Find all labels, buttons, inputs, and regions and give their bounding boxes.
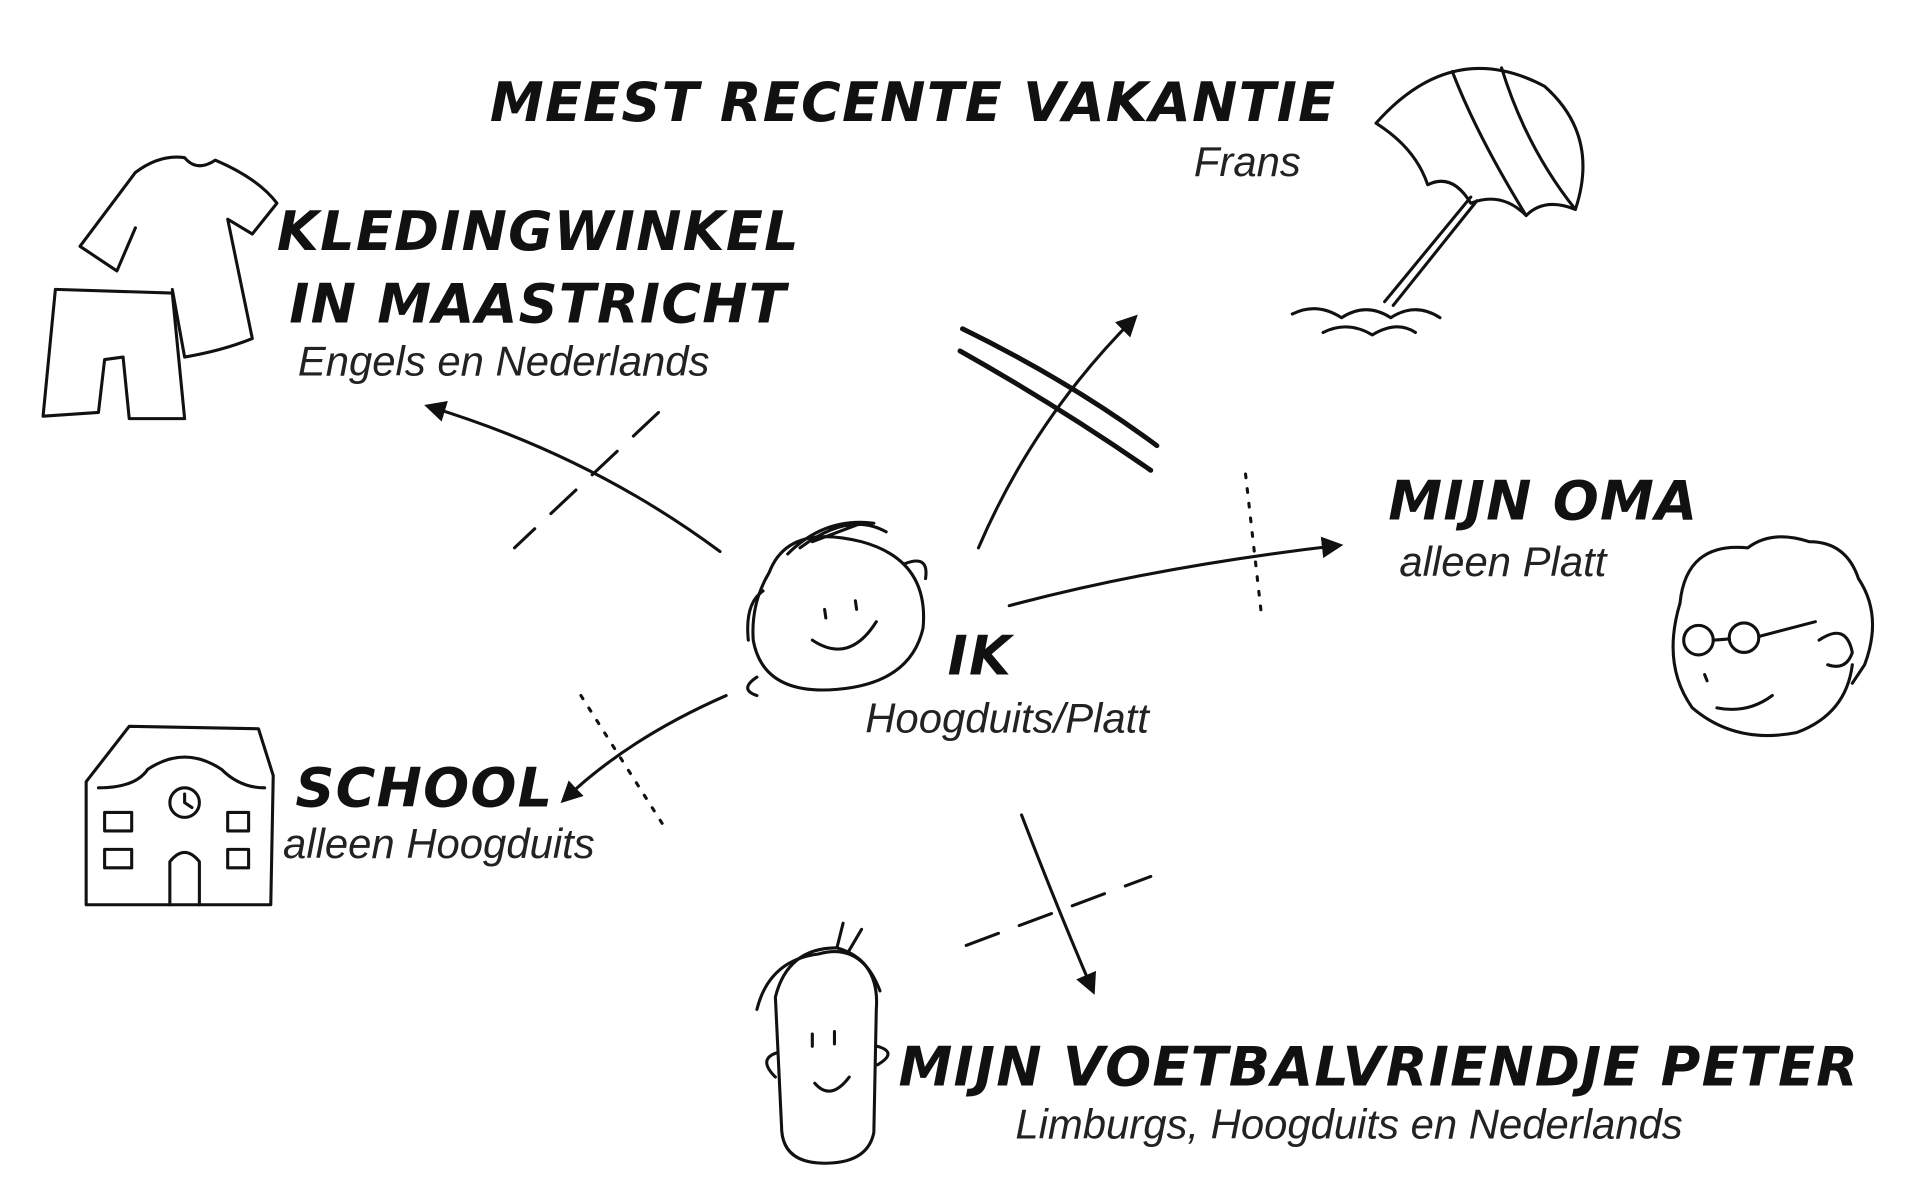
arrow-to-vakantie (976, 314, 1138, 550)
kledingwinkel-title-line2: IN MAASTRICHT (289, 273, 790, 336)
school-title: SCHOOL (295, 756, 553, 819)
clothing-icon (41, 155, 279, 421)
arrow-to-oma (1007, 536, 1344, 608)
barrier-peter-dashed (964, 874, 1153, 947)
oma-title: MIJN OMA (1388, 470, 1698, 533)
barrier-oma-dotted (1244, 472, 1264, 618)
arrow-to-kledingwinkel (424, 401, 722, 554)
peter-title: MIJN VOETBALVRIENDJE PETER (898, 1036, 1859, 1099)
peter-languages: Limburgs, Hoogduits en Nederlands (1015, 1101, 1682, 1148)
school-languages: alleen Hoogduits (283, 820, 595, 867)
arrow-to-peter (1020, 813, 1096, 995)
vakantie-languages: Frans (1194, 138, 1301, 185)
barrier-vakantie-double (960, 326, 1160, 449)
beach-umbrella-icon (1290, 66, 1585, 337)
barrier-kledingwinkel-dashed (512, 410, 660, 550)
barrier-school-dotted (579, 694, 667, 829)
school-building-icon (84, 724, 275, 907)
oma-languages: alleen Platt (1399, 538, 1608, 585)
center-title: IK (948, 625, 1015, 688)
kledingwinkel-title-line1: KLEDINGWINKEL (277, 200, 800, 263)
friend-face-icon (755, 921, 890, 1165)
child-face-icon (746, 520, 928, 698)
center-languages: Hoogduits/Platt (865, 694, 1151, 741)
arrow-to-school (560, 694, 728, 804)
vakantie-title: MEEST RECENTE VAKANTIE (490, 71, 1337, 134)
grandmother-face-icon (1671, 535, 1875, 738)
kledingwinkel-languages: Engels en Nederlands (298, 338, 710, 385)
barrier-vakantie-double-2 (957, 348, 1154, 473)
